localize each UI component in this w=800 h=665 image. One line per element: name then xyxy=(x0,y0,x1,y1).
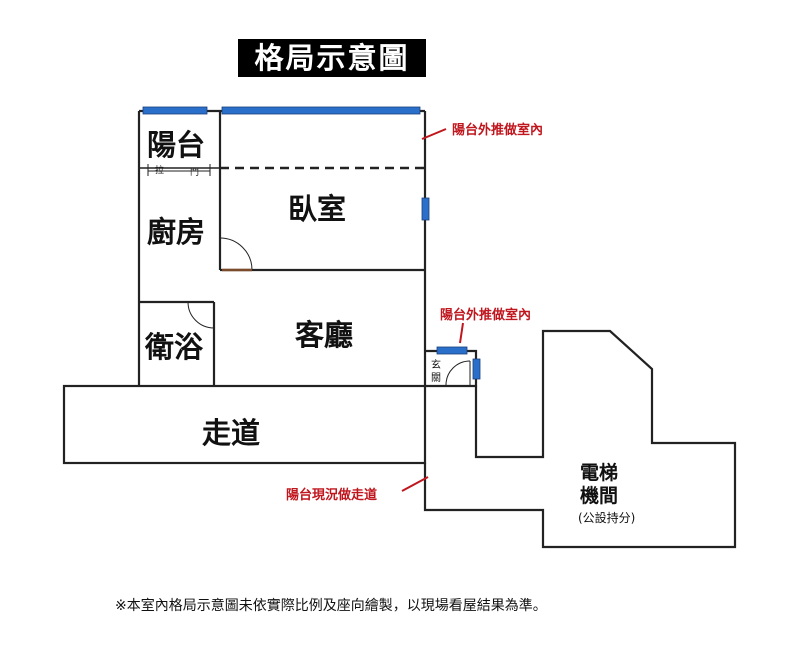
window-entrance-top xyxy=(436,346,468,355)
leader-balcony-entrance xyxy=(459,322,464,344)
bedroom-door-swing xyxy=(219,237,253,271)
annotation-balcony-entrance: 陽台外推做室內 xyxy=(440,308,532,323)
page-title: 格局示意圖 xyxy=(238,39,426,77)
leader-balcony-corridor xyxy=(401,476,429,492)
room-label-living: 客廳 xyxy=(295,318,354,352)
room-label-kitchen: 廚房 xyxy=(147,215,206,249)
annotation-leaders xyxy=(401,128,464,492)
walls xyxy=(62,109,737,549)
room-label-bathroom: 衛浴 xyxy=(145,330,204,364)
window-bedroom-side xyxy=(421,197,430,221)
room-label-balcony: 陽台 xyxy=(147,128,206,162)
elevator-label-line1: 電梯 xyxy=(580,462,619,484)
outer-corridor-wall xyxy=(423,329,737,549)
windows xyxy=(142,106,481,380)
elevator-label-line2: 機間 xyxy=(580,485,619,507)
window-balcony xyxy=(142,106,208,115)
doors xyxy=(187,237,471,386)
room-label-corridor: 走道 xyxy=(202,416,261,450)
room-label-bedroom: 臥室 xyxy=(288,192,347,226)
leader-balcony-top xyxy=(421,128,447,140)
window-top xyxy=(221,106,421,115)
annotation-balcony-corridor: 陽台現況做走道 xyxy=(286,488,378,503)
door-mark-right: 門 xyxy=(190,168,200,178)
elevator-note: (公設持分) xyxy=(578,511,636,525)
bathroom-door-swing xyxy=(187,301,215,329)
footer-note: ※本室內格局示意圖未依實際比例及座向繪製，以現場看屋結果為準。 xyxy=(115,598,547,614)
corridor-outline xyxy=(62,384,427,465)
room-label-entrance: 玄關 xyxy=(431,360,441,384)
entrance-door-swing xyxy=(445,360,471,386)
window-entrance-side xyxy=(472,358,481,380)
door-mark-left: 拉 xyxy=(155,166,165,176)
annotation-balcony-top: 陽台外推做室內 xyxy=(452,123,544,138)
